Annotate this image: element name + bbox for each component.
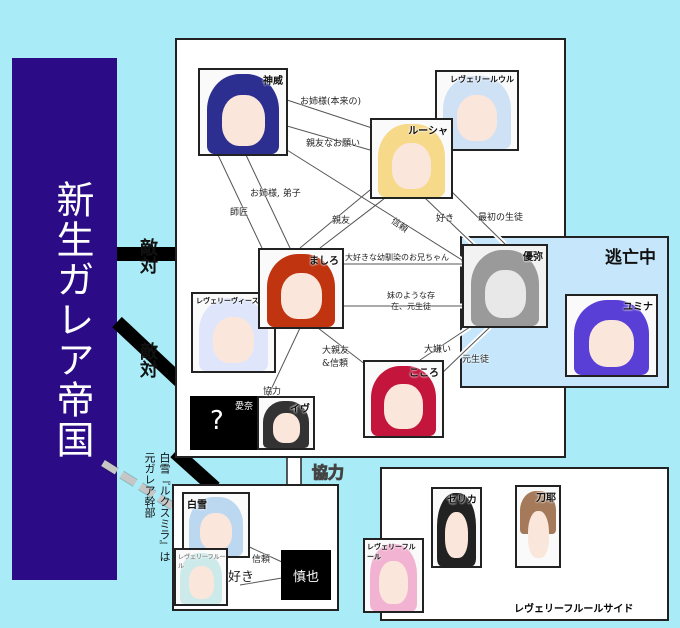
name-serika: セリカ [447,495,477,506]
name-yuya: 優弥 [523,252,543,263]
edge-label: 大嫌い [424,345,452,355]
name-shirayuki: 白雪 [187,500,207,511]
name-aina: 愛奈 [234,402,253,412]
edge-label: 信頼 [252,555,271,565]
portrait-reverie-left[interactable]: レヴェリーヴィース [191,292,276,373]
edge-label: 親友なお願い [306,139,361,149]
edge-label: 妹のような存在、元生徒 [387,291,435,311]
edge-label: 親友 [332,216,351,226]
portrait-lusha[interactable]: ルーシャ [370,118,453,199]
portrait-yumina[interactable]: ユミナ [565,294,658,377]
name-lusha: ルーシャ [408,126,448,137]
name-eve: イヴ [290,404,310,415]
portrait-yuya[interactable]: 優弥 [462,244,548,328]
side-title: レヴェリーフルールサイド [514,604,634,615]
empire-block [12,58,117,580]
portrait-eve[interactable]: イヴ [257,396,315,450]
portrait-kamui[interactable]: 神威 [198,68,288,156]
portrait-mashiro[interactable]: ましろ [258,248,344,329]
edge-label: 好き [436,214,455,224]
name-toya: 刀耶 [536,493,556,504]
edge-label: お姉様(本来の) [300,97,362,107]
portrait-shirayuki[interactable]: 白雪 [182,492,250,558]
name-kamui: 神威 [263,76,283,87]
hostile-line-3 [170,446,220,494]
former-member-dashed-line [101,460,184,515]
former-member-note: 白雪『ルクスミラ』は元ガレア幹部 [143,452,171,562]
empire-title: 新生ガレア帝国 [50,180,94,460]
name-kokoro: こころ [409,368,439,379]
edge-label: 大好きな幼馴染のお兄ちゃん [345,253,449,262]
edge-label: 好き [228,570,255,585]
edge-label: 大親友&信頼 [322,346,350,369]
edge-label: 師匠 [230,208,249,218]
portrait-serika[interactable]: セリカ [431,487,482,568]
edge-label: 最初の生徒 [478,213,524,223]
name-shinya: 慎也 [292,569,319,585]
name-reverie-fleur-small: レヴェリーフルール [178,554,226,570]
name-reverie-top: レヴェリールウル [450,74,514,84]
name-reverie-fleur: レヴェリーフルール [367,542,416,561]
portrait-shinya[interactable]: 慎也 [281,550,331,600]
edge-label: お姉様, 弟子 [250,189,301,199]
portrait-aina[interactable]: ? 愛奈 [190,396,257,450]
unknown-mark: ? [210,406,224,436]
edge-label: 元生徒 [462,355,490,365]
cooperate-label: 協力 [311,463,345,483]
edge-label: 協力 [263,387,282,397]
portrait-toya[interactable]: 刀耶 [515,485,561,568]
portrait-reverie-top[interactable]: レヴェリールウル [435,70,519,151]
hostile-label-2: 敵対 [137,342,158,378]
hostile-label-1: 敵対 [137,238,158,274]
name-reverie-left: レヴェリーヴィース [196,296,259,305]
fugitive-title: 逃亡中 [605,248,656,268]
name-mashiro: ましろ [309,256,339,267]
portrait-reverie-fleur[interactable]: レヴェリーフルール [363,538,424,613]
name-yumina: ユミナ [623,302,653,313]
portrait-reverie-fleur-small[interactable]: レヴェリーフルール [174,548,228,606]
portrait-kokoro[interactable]: こころ [363,360,444,438]
